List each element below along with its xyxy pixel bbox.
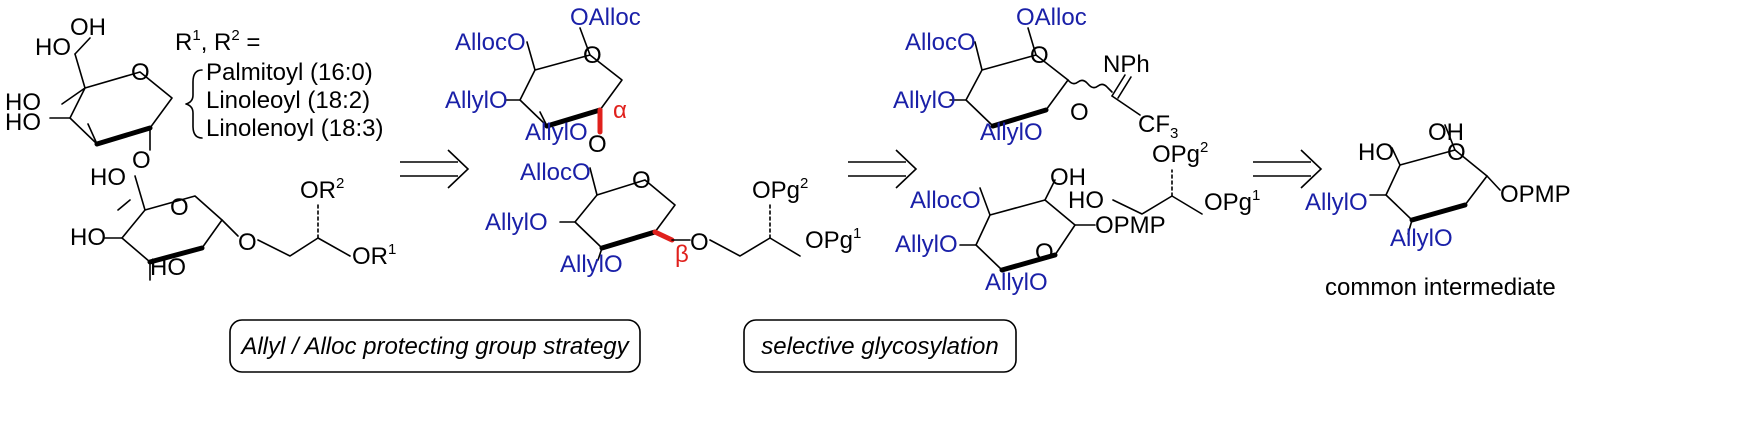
ho-label: HO [90,164,126,191]
galactose-ring-top [49,37,173,151]
strategy-text: Allyl / Alloc protecting group strategy [239,333,630,360]
retrosynthetic-arrow [1253,149,1323,189]
ring-oxygen: O [583,42,602,69]
ho-label: HO [1358,139,1394,166]
alloc-label: AllocO [455,29,526,56]
ho-label: HO [5,109,41,136]
oalloc-label: OAlloc [1016,4,1087,31]
retrosynthetic-arrow [400,149,470,189]
strategy-text: selective glycosylation [761,333,998,360]
alloc-label: AllocO [905,29,976,56]
r-group-option: Linoleoyl (18:2) [206,87,370,114]
glycerol-oxygen: O [690,229,709,256]
ring-oxygen: O [1035,239,1054,266]
allylo-label: AllylO [560,251,623,278]
or2-label: OR2 [300,175,344,204]
imidate-donor: AllocO OAlloc AllylO AllylO O O NPh CF3 [893,4,1178,146]
opg1-label: OPg1 [1204,187,1260,216]
ho-label: HO [70,224,106,251]
ring-oxygen: O [131,59,150,86]
opg1-label: OPg1 [805,225,861,254]
ring-oxygen: O [632,167,651,194]
allylo-label: AllylO [893,87,956,114]
opg2-label: OPg2 [752,175,808,204]
galactose-ring-top [504,27,623,135]
strategy-box-protecting-group: Allyl / Alloc protecting group strategy [229,319,641,373]
ho-label: HO [5,89,41,116]
allylo-label: AllylO [985,269,1048,296]
retrosynthetic-arrow [848,149,918,189]
allylo-label: AllylO [980,119,1043,146]
r-group-header: R1, R2 = [175,27,260,56]
glycosidic-oxygen: O [132,147,151,174]
nph-label: NPh [1103,51,1150,78]
glycerol-building-block: HO OPg2 OPg1 [1068,139,1260,216]
opmp-label: OPMP [1500,181,1571,208]
r-group-option: Linolenoyl (18:3) [206,115,383,142]
oh-label: OH [1050,164,1086,191]
ring-oxygen: O [170,194,189,221]
allylo-label: AllylO [445,87,508,114]
ho-label: HO [35,34,71,61]
glycerol-chain [709,204,801,257]
anomeric-oxygen: O [1070,99,1089,126]
allylo-label: AllylO [525,119,588,146]
alloc-label: AllocO [520,159,591,186]
protected-disaccharide: AllocO OAlloc AllylO AllylO O α O AllocO… [445,4,861,278]
galactose-ring [959,179,1096,273]
glycosidic-oxygen: O [588,131,607,158]
glycerol-oxygen: O [238,229,257,256]
oh-label: OH [1428,119,1464,146]
common-intermediate-caption: common intermediate [1325,274,1556,301]
oalloc-label: OAlloc [570,4,641,31]
pmp-acceptor: OH AllocO AllylO AllylO O OPMP [895,164,1166,296]
alloc-label: AllocO [910,187,981,214]
allylo-label: AllylO [485,209,548,236]
common-intermediate-molecule: OH HO AllylO AllylO O OPMP [1305,119,1571,252]
or1-label: OR1 [352,241,396,270]
allylo-label: AllylO [1305,189,1368,216]
strategy-box-glycosylation: selective glycosylation [743,319,1017,373]
alpha-label: α [613,97,627,124]
galactose-ring [1369,124,1501,235]
beta-label: β [675,241,689,268]
oh-label: OH [70,14,106,41]
ring-oxygen: O [1447,139,1466,166]
glycerol-chain [257,204,351,257]
ho-label: HO [1068,187,1104,214]
galactose-ring-bottom [104,175,239,281]
opmp-label: OPMP [1095,212,1166,239]
opg2-label: OPg2 [1152,139,1208,168]
ring-oxygen: O [1030,42,1049,69]
ho-label: HO [150,254,186,281]
allylo-label: AllylO [1390,225,1453,252]
galactose-ring-bottom [559,167,691,261]
r-group-definition: R1, R2 = Palmitoyl (16:0) Linoleoyl (18:… [175,27,383,142]
r-group-option: Palmitoyl (16:0) [206,59,373,86]
brace [185,69,203,139]
allylo-label: AllylO [895,231,958,258]
galactose-ring [949,27,1141,129]
cf3-label: CF3 [1138,111,1178,142]
